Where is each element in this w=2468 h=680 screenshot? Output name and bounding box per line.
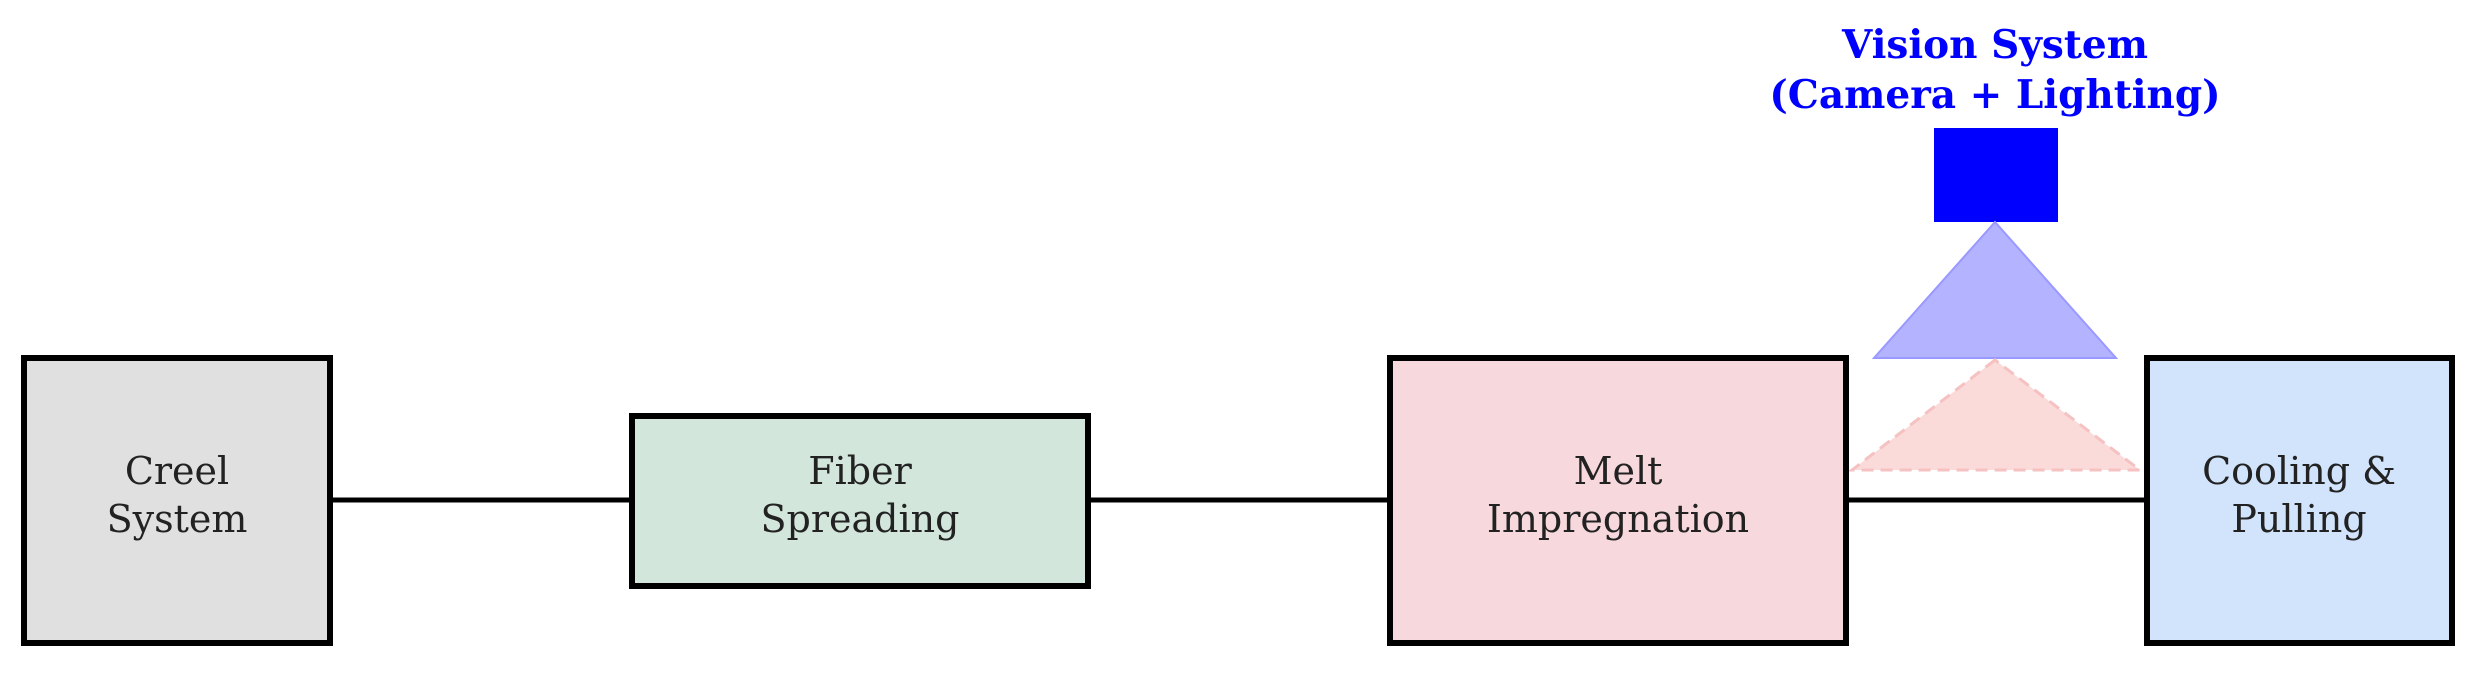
stage-fiber-box: [629, 413, 1091, 589]
stage-fiber-spreading: Fiber Spreading: [629, 413, 1091, 589]
stage-melt-label-line1: Melt: [1574, 449, 1663, 493]
stage-cooling-label-line2: Pulling: [2231, 497, 2366, 541]
vision-system-title: Vision System: [1841, 22, 2148, 68]
stage-cooling-label-line1: Cooling &: [2202, 449, 2396, 493]
stage-melt-box: [1387, 355, 1849, 646]
vision-system-subtitle: (Camera + Lighting): [1769, 72, 2220, 118]
stage-cooling-box: [2144, 355, 2455, 646]
reflection-cone-icon: [1847, 358, 2145, 472]
stage-creel-label-line1: Creel: [125, 449, 229, 493]
stage-fiber-label-line1: Fiber: [808, 449, 912, 493]
stage-fiber-label-line2: Spreading: [761, 497, 960, 541]
camera-icon: [1934, 128, 2058, 222]
lighting-cone-icon: [1871, 220, 2119, 359]
stage-melt-impregnation: Melt Impregnation: [1387, 355, 1849, 646]
stage-melt-label-line2: Impregnation: [1487, 497, 1749, 541]
stage-creel-system: Creel System: [21, 355, 333, 646]
stage-creel-box: [21, 355, 333, 646]
stage-creel-label-line2: System: [107, 497, 248, 541]
stage-cooling-pulling: Cooling & Pulling: [2144, 355, 2455, 646]
